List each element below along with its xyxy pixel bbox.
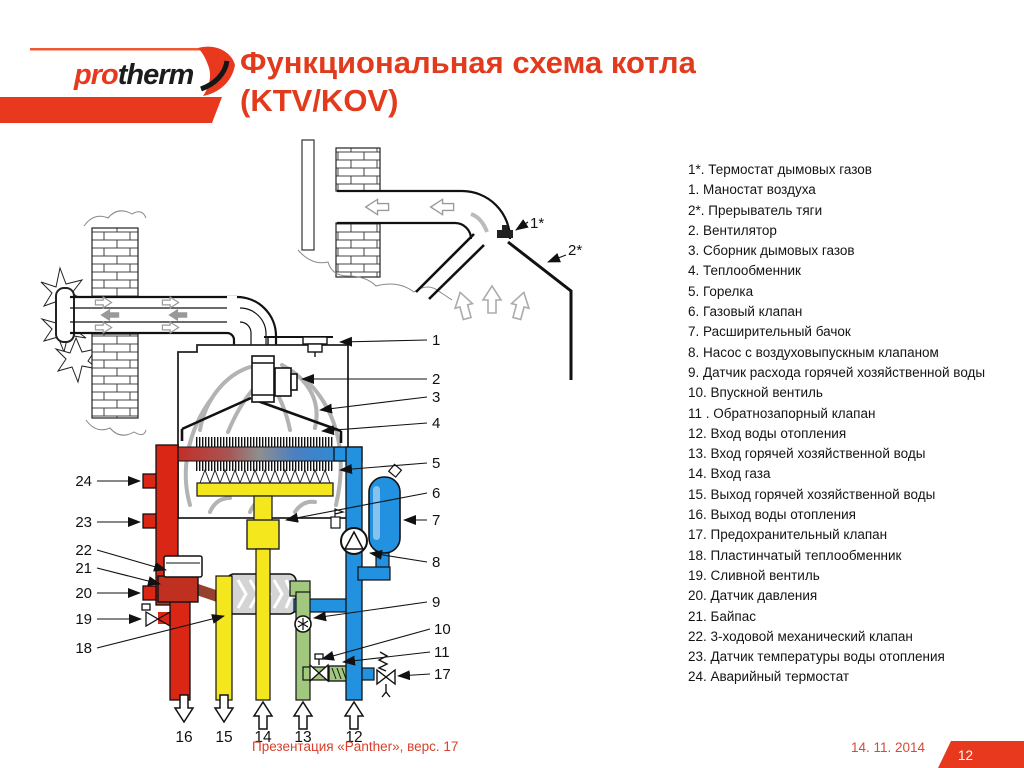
callout-10: 10 <box>434 621 451 638</box>
callout-17: 17 <box>434 666 451 683</box>
pressure-sensor-stub <box>142 585 157 601</box>
legend-item: 7. Расширительный бачок <box>688 324 851 340</box>
callout-1star: 1* <box>530 215 544 232</box>
air-vent-icon <box>334 508 346 517</box>
legend-item: 18. Пластинчатый теплообменник <box>688 547 902 563</box>
safety-valve <box>361 651 396 698</box>
fan <box>251 355 298 403</box>
flue-gas-thermostat <box>497 225 513 238</box>
safety-thermostat-stub <box>142 473 157 489</box>
valve-motor-head <box>163 555 203 578</box>
legend-item: 11 . Обратнозапорный клапан <box>688 405 876 421</box>
callout-leaders <box>96 219 567 681</box>
port-label: 16 <box>175 729 192 746</box>
legend-item: 1. Маностат воздуха <box>688 182 816 198</box>
page-title: Функциональная схема котла (KTV/KOV) <box>240 44 800 120</box>
callout-11: 11 <box>434 644 450 661</box>
callout-7: 7 <box>432 512 440 529</box>
bottom-port-labels: 16 15 14 13 12 <box>175 729 362 746</box>
legend-item: 20. Датчик давления <box>688 588 818 604</box>
draft-interrupter <box>415 233 573 380</box>
expansion-tank <box>357 463 403 581</box>
legend-item: 19. Сливной вентиль <box>688 567 820 583</box>
temp-sensor-stub <box>142 513 157 529</box>
logo-panel <box>30 48 200 93</box>
legend-item: 1*. Термостат дымовых газов <box>688 162 872 177</box>
callout-5: 5 <box>432 455 440 472</box>
pump <box>330 508 368 555</box>
legend-item: 6. Газовый клапан <box>688 304 803 320</box>
legend-item: 24. Аварийный термостат <box>688 669 850 685</box>
callout-6: 6 <box>432 485 440 502</box>
callout-18: 18 <box>75 640 92 657</box>
three-way-valve <box>157 555 203 603</box>
inlet-valve <box>309 653 329 683</box>
callout-4: 4 <box>432 415 440 432</box>
callout-24: 24 <box>75 473 92 490</box>
gas-pipe-yellow <box>255 548 271 701</box>
logo-swoosh-line <box>200 60 230 92</box>
dhw-flow-sensor <box>294 615 312 633</box>
footer-date: 14. 11. 2014 <box>851 740 926 755</box>
legend-item: 2. Вентилятор <box>688 222 777 238</box>
port-label: 15 <box>215 729 232 746</box>
legend-item: 10. Впускной вентиль <box>688 385 823 401</box>
legend-item: 12. Вход воды отопления <box>688 425 847 441</box>
page-number: 12 <box>958 748 974 763</box>
tank-valve-cap <box>387 463 403 478</box>
logo-red-bar <box>0 97 222 123</box>
flue-terminal-cap <box>55 287 75 343</box>
burner-flames <box>199 468 331 485</box>
legend-item: 15. Выход горячей хозяйственной воды <box>688 486 936 502</box>
air-pressure-switch <box>264 336 333 357</box>
legend-item: 8. Насос с воздуховыпускным клапаном <box>688 344 939 360</box>
callout-23: 23 <box>75 514 92 531</box>
callout-2star: 2* <box>568 242 582 259</box>
callout-19: 19 <box>75 611 92 628</box>
title-line-1: Функциональная схема котла <box>240 45 696 80</box>
coaxial-flue-pipe <box>55 287 278 345</box>
callout-numbers: 1 2 3 4 5 6 7 8 9 10 11 17 24 23 22 21 2… <box>75 215 582 683</box>
legend-item: 21. Байпас <box>688 608 756 624</box>
logo-swoosh-icon <box>198 46 235 96</box>
callout-3: 3 <box>432 389 440 406</box>
page-number-tab: 12 <box>938 741 1024 768</box>
title-line-2: (KTV/KOV) <box>240 83 399 118</box>
callout-1: 1 <box>432 332 440 349</box>
legend-item: 13. Вход горячей хозяйственной воды <box>688 446 926 462</box>
boiler-diagram: 16 15 14 13 12 <box>40 139 582 746</box>
port-label: 14 <box>254 729 272 746</box>
legend-item: 9. Датчик расхода горячей хозяйственной … <box>688 364 986 380</box>
callout-9: 9 <box>432 594 440 611</box>
port-label: 13 <box>294 729 311 746</box>
port-label: 12 <box>345 729 362 746</box>
callout-21: 21 <box>75 560 92 577</box>
legend-item: 2*. Прерыватель тяги <box>688 202 823 218</box>
check-valve <box>328 665 348 682</box>
dhw-outlet-pipe-yellow <box>215 575 233 701</box>
callout-8: 8 <box>432 554 440 571</box>
legend-item: 16. Выход воды отопления <box>688 507 856 523</box>
protherm-logo: protherm <box>30 46 235 96</box>
legend-item: 14. Вход газа <box>688 466 771 482</box>
callout-20: 20 <box>75 585 92 602</box>
legend-item: 3. Сборник дымовых газов <box>688 243 855 259</box>
legend-item: 22. 3-ходовой механический клапан <box>688 628 913 644</box>
logo-wordmark: protherm <box>73 59 194 91</box>
legend-item: 5. Горелка <box>688 283 754 299</box>
callout-2: 2 <box>432 371 440 388</box>
footer-presentation-label: Презентация «Panther», верс. 17 <box>252 739 459 754</box>
left-wall <box>83 210 147 436</box>
callout-22: 22 <box>75 542 92 559</box>
legend: 1*. Термостат дымовых газов 1. Маностат … <box>688 160 986 688</box>
drain-valve <box>141 603 171 628</box>
legend-item: 23. Датчик температуры воды отопления <box>688 649 945 665</box>
chimney-flue-pipe <box>337 189 512 240</box>
legend-item: 17. Предохранительный клапан <box>688 527 888 543</box>
logo-top-stripe <box>30 48 202 51</box>
gas-valve <box>246 519 280 550</box>
burner <box>196 468 334 522</box>
legend-item: 4. Теплообменник <box>688 263 801 279</box>
